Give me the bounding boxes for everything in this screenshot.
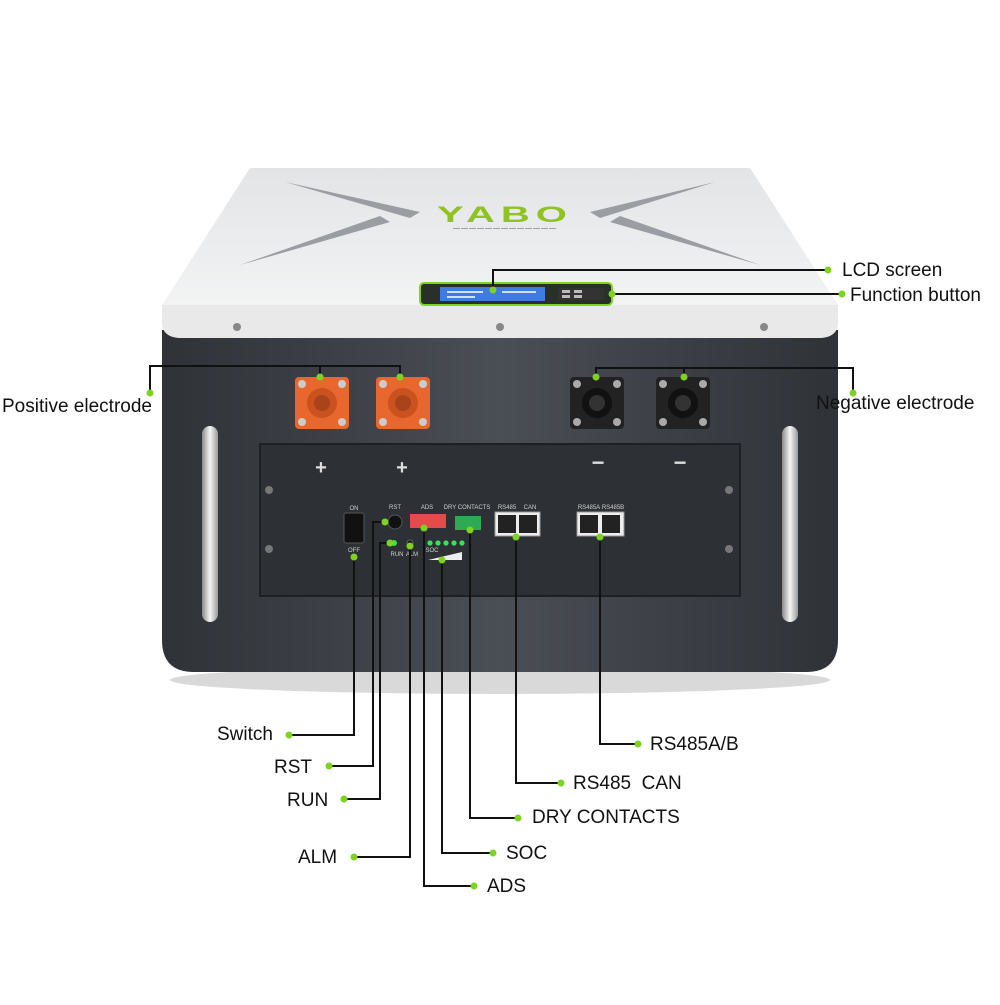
ads-dip-switch[interactable]	[410, 514, 446, 528]
rs485a-port[interactable]	[580, 515, 598, 533]
screw	[233, 323, 241, 331]
callout-rs485ab: RS485A/B	[650, 734, 739, 755]
callout-negative-electrode: Negative electrode	[816, 393, 975, 414]
alm-label: ALM	[406, 552, 418, 558]
negative-terminal-1[interactable]	[570, 377, 624, 429]
switch-on-label: ON	[350, 506, 359, 512]
soc-label: SOC	[425, 548, 439, 554]
dry-contacts-label: DRY CONTACTS	[444, 505, 491, 511]
power-switch[interactable]	[343, 512, 365, 544]
function-buttons[interactable]	[558, 288, 604, 300]
switch-off-label: OFF	[348, 548, 360, 554]
callout-dots	[146, 266, 857, 890]
rs485-port[interactable]	[498, 515, 516, 533]
screw	[725, 486, 733, 494]
positive-terminal-2[interactable]	[376, 377, 430, 429]
rs485-label: RS485	[498, 505, 517, 511]
rs485b-port[interactable]	[602, 515, 620, 533]
screw	[265, 486, 273, 494]
callout-positive-electrode: Positive electrode	[2, 396, 152, 417]
negative-terminal-2[interactable]	[656, 377, 710, 429]
callout-ads: ADS	[487, 876, 527, 897]
handle-left[interactable]	[202, 426, 218, 622]
run-label: RUN	[391, 552, 404, 558]
soc-led	[451, 540, 457, 546]
lcd-text-3	[502, 291, 536, 293]
lid-decor-x	[285, 182, 420, 218]
minus-symbol: −	[592, 450, 605, 475]
lid-decor-x	[590, 182, 715, 218]
function-button[interactable]	[562, 290, 570, 293]
ads-label: ADS	[421, 505, 433, 511]
positive-terminal-1[interactable]	[295, 377, 349, 429]
plus-symbol: +	[396, 457, 408, 479]
lcd-text-1	[447, 291, 483, 293]
rst-label: RST	[389, 505, 401, 511]
soc-led	[435, 540, 441, 546]
dry-contacts-terminal[interactable]	[455, 516, 481, 530]
callout-dry-contacts: DRY CONTACTS	[532, 807, 680, 828]
lid-decor-x	[610, 216, 760, 265]
handle-right[interactable]	[782, 426, 798, 622]
screw	[265, 545, 273, 553]
screw	[496, 323, 504, 331]
can-label: CAN	[524, 505, 537, 511]
brand-tagline: —————————————	[453, 225, 557, 232]
callout-switch: Switch	[217, 724, 273, 745]
screw	[725, 545, 733, 553]
function-button[interactable]	[562, 295, 570, 298]
floor-shadow	[170, 666, 830, 694]
battery-top-lid	[162, 168, 838, 338]
minus-symbol: −	[674, 450, 687, 475]
soc-led	[459, 540, 465, 546]
callout-function-button: Function button	[850, 285, 981, 306]
callout-soc: SOC	[506, 843, 548, 864]
callout-lcd-screen: LCD screen	[842, 260, 943, 281]
callout-rs485-can: RS485 CAN	[573, 773, 682, 794]
lid-decor-x	[240, 216, 390, 265]
plus-symbol: +	[315, 457, 327, 479]
callout-rst: RST	[274, 757, 312, 778]
soc-bar	[428, 552, 462, 560]
callout-lines	[149, 269, 854, 887]
screw	[760, 323, 768, 331]
callout-alm: ALM	[298, 847, 338, 868]
can-port[interactable]	[519, 515, 537, 533]
soc-led	[443, 540, 449, 546]
callout-run: RUN	[287, 790, 329, 811]
rs485b-label: RS485B	[602, 505, 624, 511]
lid-edge	[162, 305, 838, 338]
function-button[interactable]	[574, 295, 582, 298]
brand-logo: YABO	[437, 202, 573, 227]
lcd-text-2	[447, 296, 475, 298]
rst-button[interactable]	[387, 514, 403, 530]
soc-led	[427, 540, 433, 546]
rs485a-label: RS485A	[578, 505, 600, 511]
function-button[interactable]	[574, 290, 582, 293]
